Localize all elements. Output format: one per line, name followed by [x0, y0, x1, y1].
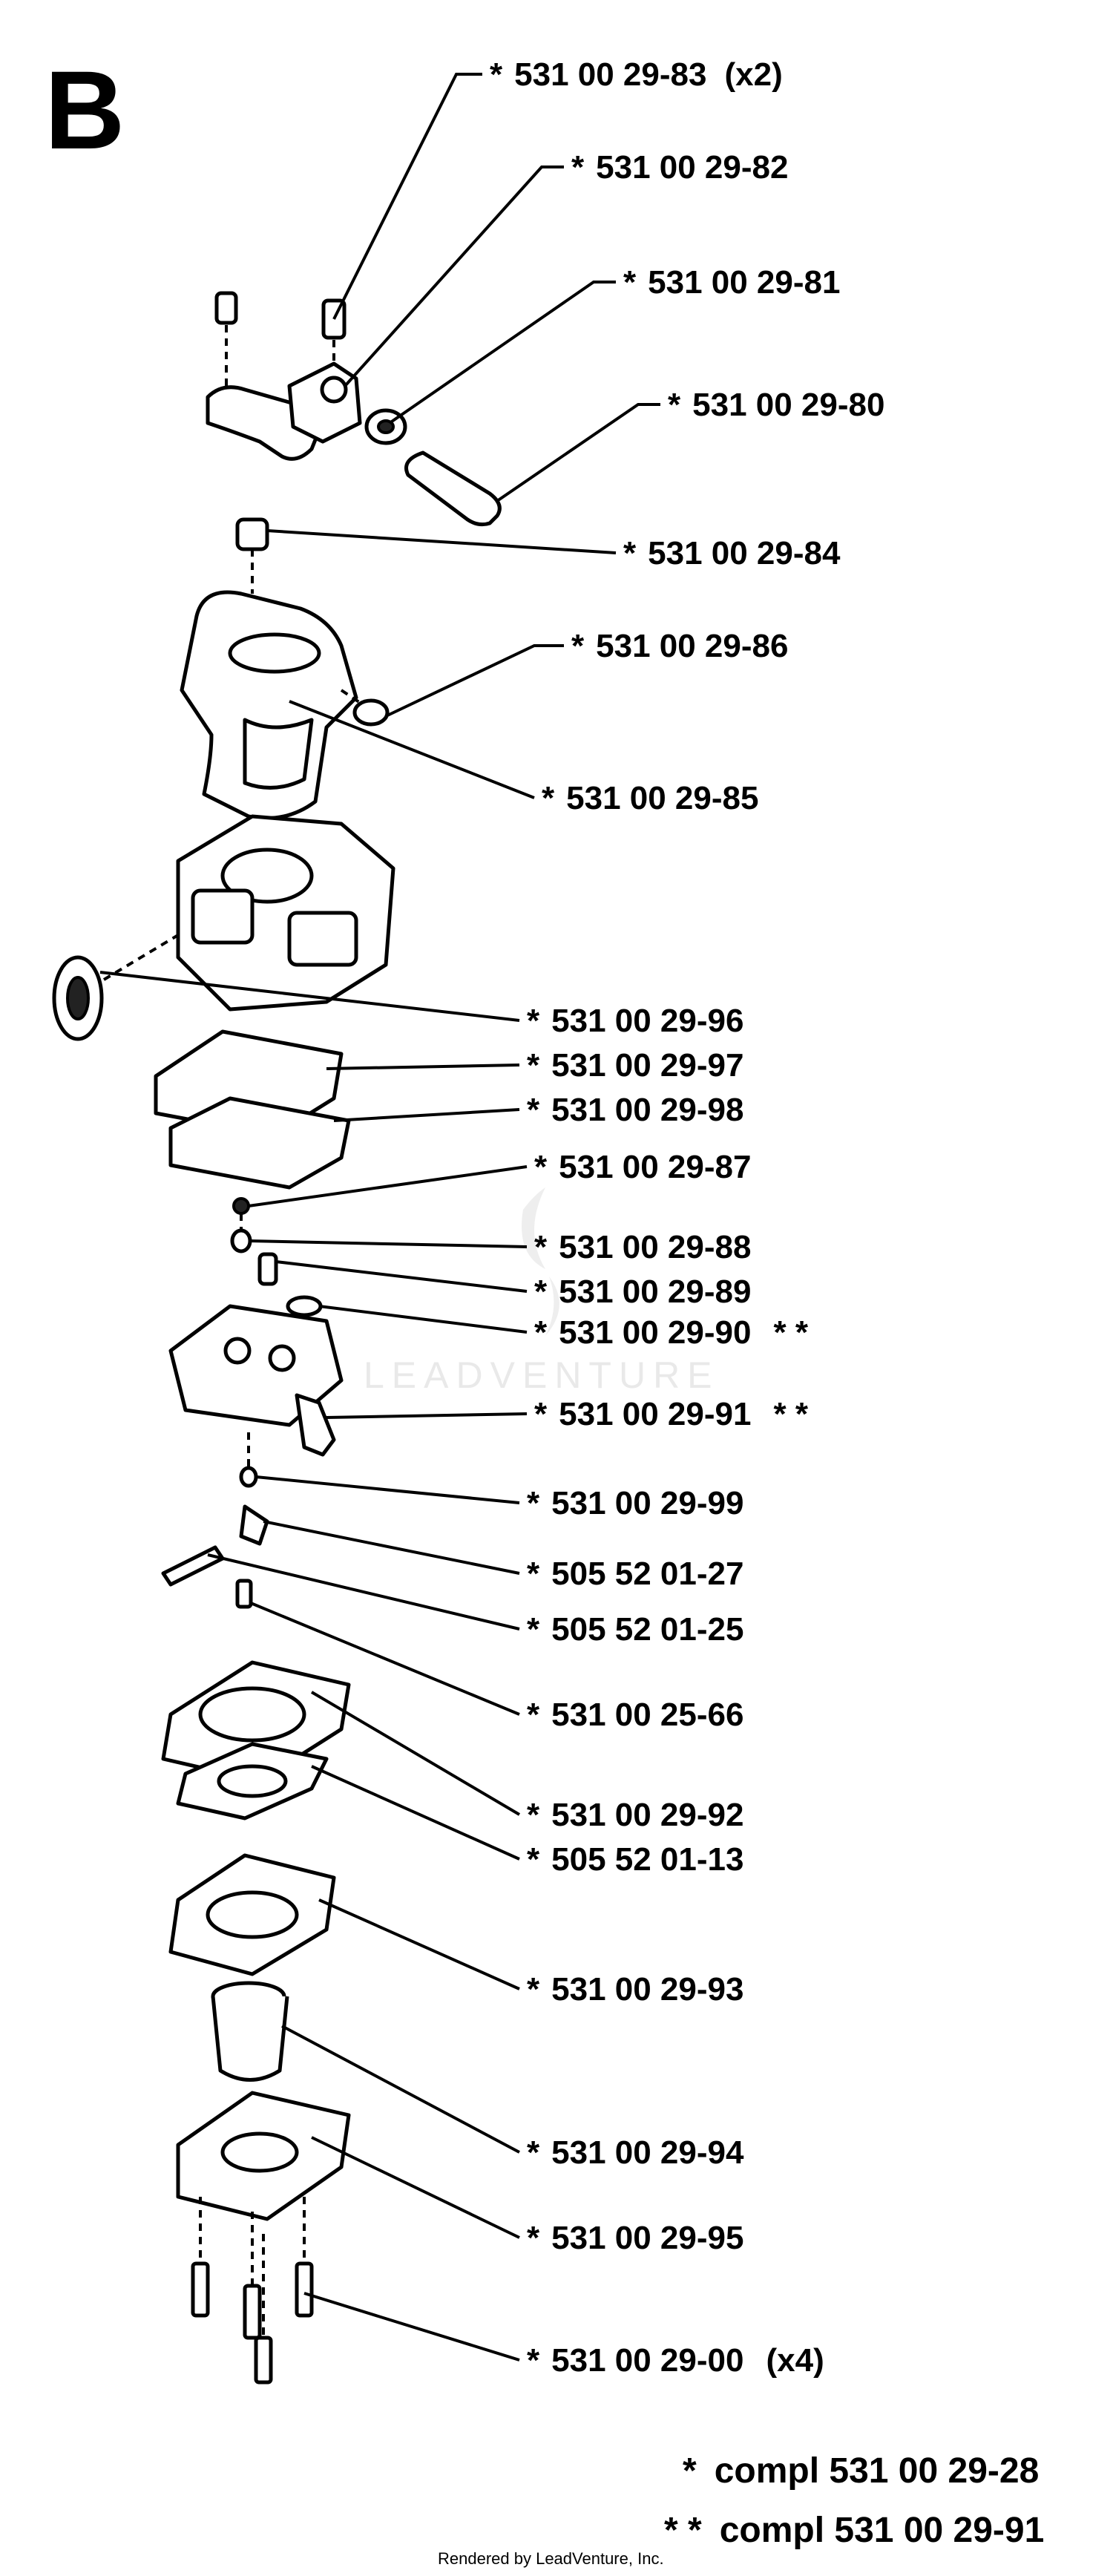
- lower-cover: [168, 1853, 336, 1976]
- callout-17: *505 52 01-27: [527, 1556, 743, 1592]
- small-parts-stack: [230, 1197, 323, 1317]
- bottom-cover: [176, 2091, 351, 2385]
- callout-6: *531 00 29-86: [571, 628, 788, 664]
- callout-19: *531 00 25-66: [527, 1697, 743, 1733]
- filter-cup: [211, 1981, 289, 2082]
- callout-4: *531 00 29-80: [668, 387, 884, 423]
- footer-credit: Rendered by LeadVenture, Inc.: [438, 2549, 664, 2568]
- watermark-text: LEADVENTURE: [364, 1354, 720, 1396]
- callout-3: *531 00 29-81: [623, 264, 840, 301]
- callout-12: *531 00 29-88: [534, 1229, 751, 1265]
- watermark: LEADVENTURE: [364, 1187, 720, 1396]
- callout-2: *531 00 29-82: [571, 149, 788, 186]
- callout-5: *531 00 29-84: [623, 535, 841, 571]
- callout-18: *505 52 01-25: [527, 1611, 743, 1648]
- leader-lines: [99, 73, 660, 2362]
- parts-illustration: [52, 291, 502, 2385]
- callout-15: *531 00 29-91* *: [534, 1396, 809, 1432]
- callout-7: *531 00 29-85: [542, 780, 758, 816]
- throttle-lever-assembly: [206, 291, 502, 527]
- callout-10: *531 00 29-98: [527, 1092, 743, 1128]
- legend-item-double-star: * *compl 531 00 29-91: [664, 2511, 1044, 2550]
- callout-23: *531 00 29-94: [527, 2134, 744, 2171]
- callout-8: *531 00 29-96: [527, 1003, 743, 1039]
- callout-9: *531 00 29-97: [527, 1047, 743, 1084]
- callout-16: *531 00 29-99: [527, 1485, 743, 1521]
- callout-22: *531 00 29-93: [527, 1971, 743, 2008]
- callout-13: *531 00 29-89: [534, 1274, 751, 1310]
- callout-labels: *531 00 29-83(x2) *531 00 29-82 *531 00 …: [490, 56, 884, 2379]
- callout-11: *531 00 29-87: [534, 1149, 751, 1185]
- callout-14: *531 00 29-90* *: [534, 1314, 809, 1351]
- legend-item-single-star: *compl 531 00 29-28: [683, 2451, 1039, 2491]
- diaphragm-cover: [161, 1660, 351, 1820]
- choke-housing: [180, 517, 390, 820]
- callout-20: *531 00 29-92: [527, 1797, 743, 1833]
- gasket-set: [154, 1029, 351, 1190]
- callout-25: *531 00 29-00(x4): [527, 2342, 824, 2379]
- legend: *compl 531 00 29-28 * *compl 531 00 29-9…: [664, 2451, 1044, 2550]
- callout-24: *531 00 29-95: [527, 2220, 743, 2256]
- pump-body: [161, 1304, 344, 1609]
- carburetor-body: [52, 814, 395, 1041]
- section-letter: B: [45, 47, 125, 172]
- callout-21: *505 52 01-13: [527, 1841, 743, 1878]
- callout-1: *531 00 29-83(x2): [490, 56, 783, 93]
